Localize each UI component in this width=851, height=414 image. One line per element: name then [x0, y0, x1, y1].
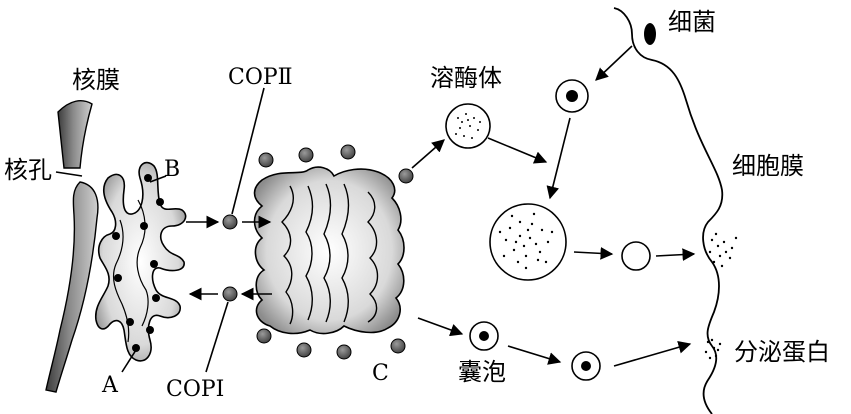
arrow-vesicle-to-membrane — [613, 341, 692, 367]
label-cop2: COPⅡ — [228, 65, 293, 90]
arrow-residual-to-membrane — [655, 248, 696, 261]
arrow-bacteria-to-phagosome — [595, 45, 633, 81]
label-nuclear-envelope: 核膜 — [72, 66, 120, 94]
arrow-lysosome-to-vacuole — [487, 137, 548, 164]
endoplasmic-reticulum — [94, 161, 187, 362]
cell-membrane — [613, 7, 738, 414]
arrow-vacuole-to-residual — [573, 247, 614, 260]
label-vesicle: 囊泡 — [458, 358, 506, 386]
exocytosis-dots-lower — [704, 338, 722, 360]
label-C: C — [372, 361, 389, 386]
ribosomes — [112, 174, 164, 352]
label-cell-membrane: 细胞膜 — [732, 152, 804, 180]
lysosome — [445, 103, 491, 149]
pointer-nuclear-pore — [55, 171, 83, 177]
label-B: B — [164, 157, 180, 182]
arrow-golgi-to-vesicle — [417, 317, 464, 337]
arrow-golgi-to-lysosome — [411, 139, 445, 169]
secretory-vesicle-2 — [571, 351, 601, 381]
label-cop1: COPⅠ — [166, 377, 224, 402]
golgi-vesicles — [256, 144, 414, 360]
digestion-vacuole — [489, 203, 567, 281]
label-nuclear-pore: 核孔 — [4, 156, 52, 184]
pointer-cop2 — [231, 87, 265, 215]
cop2-vesicle — [222, 214, 238, 230]
pointer-cop1 — [205, 301, 229, 373]
pointer-A — [121, 349, 137, 373]
label-secreted-protein: 分泌蛋白 — [734, 338, 830, 366]
pointer-B — [149, 175, 167, 183]
residual-body — [621, 241, 651, 271]
golgi-apparatus — [253, 144, 414, 360]
secretory-vesicle-1 — [469, 321, 499, 351]
label-A: A — [101, 373, 119, 398]
phagosome — [555, 79, 589, 113]
bacteria-icon — [644, 23, 656, 45]
nuclear-envelope — [45, 100, 99, 393]
label-lysosome: 溶酶体 — [430, 64, 502, 92]
cop1-vesicle — [222, 286, 238, 302]
arrow-phagosome-to-vacuole — [546, 117, 571, 200]
exocytosis-dots-upper — [708, 232, 738, 268]
arrow-vesicle-to-vesicle — [507, 345, 562, 365]
label-bacteria: 细菌 — [668, 8, 716, 36]
